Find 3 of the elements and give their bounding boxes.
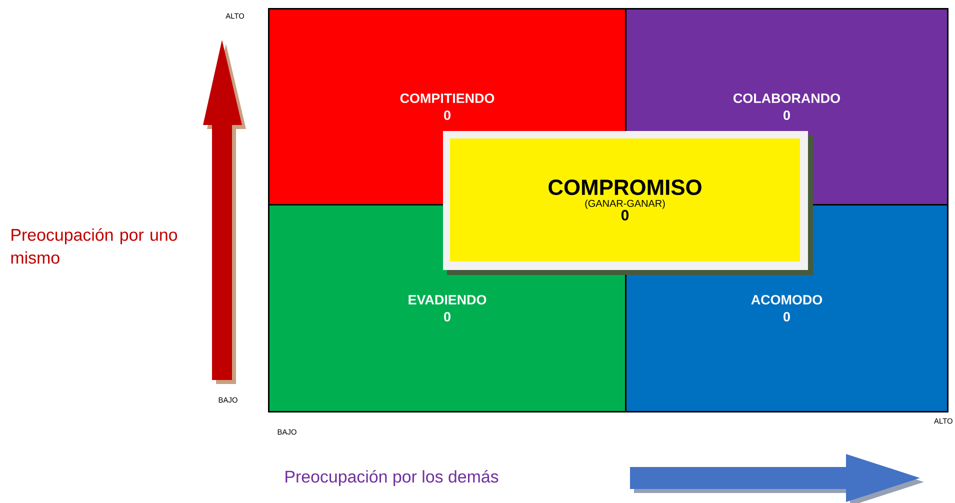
axis-title: Preocupación por los demás: [286, 470, 498, 486]
axis-title: Preocupación por uno mismo: [11, 228, 178, 264]
highlight-box: COMPROMISO (GANAR-GANAR) 0: [443, 131, 813, 275]
